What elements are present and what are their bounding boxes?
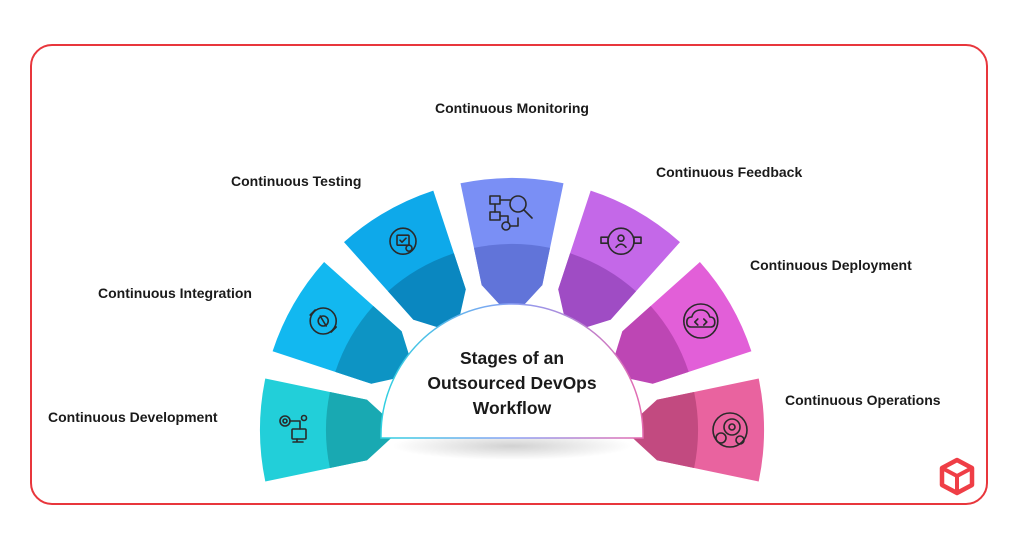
center-title-line-1: Stages of an: [459, 348, 565, 368]
center-shadow: [392, 432, 632, 460]
stage-label-continuous-testing: Continuous Testing: [231, 173, 362, 189]
stage-pointer-continuous-monitoring: [474, 243, 550, 318]
stage-label-continuous-development: Continuous Development: [48, 409, 218, 425]
stage-segment-continuous-testing: [344, 190, 466, 333]
cloud-deploy-icon: [682, 303, 719, 339]
stage-pointer-continuous-feedback: [558, 253, 636, 333]
stage-pointer-continuous-testing: [388, 253, 466, 333]
test-cycle-icon: [389, 227, 417, 255]
circular-arrows-gear-icon: [309, 307, 338, 335]
gears-operations-icon: [712, 412, 748, 448]
stage-label-continuous-integration: Continuous Integration: [98, 285, 252, 301]
stage-pointer-continuous-development: [325, 392, 400, 468]
stage-segment-continuous-feedback: [558, 190, 680, 333]
gear-code-monitor-icon: [279, 414, 308, 443]
stage-segment-continuous-integration: [272, 262, 415, 384]
stage-pointer-continuous-operations: [624, 392, 699, 468]
center-title-line-3: Workflow: [472, 398, 552, 418]
stage-segment-continuous-operations: [624, 378, 765, 482]
user-feedback-icon: [600, 227, 642, 255]
stage-label-continuous-operations: Continuous Operations: [785, 392, 941, 408]
stage-label-continuous-feedback: Continuous Feedback: [656, 164, 803, 180]
stage-segments: [259, 177, 765, 482]
stage-pointer-continuous-deployment: [609, 306, 689, 384]
stage-segment-continuous-development: [259, 378, 400, 482]
center-semicircle: [380, 303, 644, 439]
center-title: Stages of an Outsourced DevOps Workflow: [380, 346, 644, 424]
stage-label-continuous-deployment: Continuous Deployment: [750, 257, 912, 273]
center-title-line-2: Outsourced DevOps: [427, 373, 597, 393]
flowchart-magnifier-icon: [489, 195, 533, 231]
cube-logo-icon: [939, 457, 975, 496]
stage-pointer-continuous-integration: [335, 306, 415, 384]
stage-segment-continuous-monitoring: [460, 177, 564, 318]
stage-segment-continuous-deployment: [609, 262, 752, 384]
stage-label-continuous-monitoring: Continuous Monitoring: [435, 100, 589, 116]
